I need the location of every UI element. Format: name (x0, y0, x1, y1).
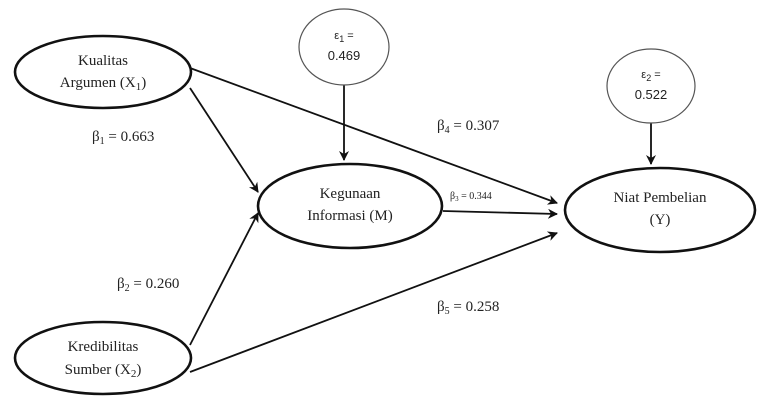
svg-text:ε2 =: ε2 = (641, 69, 660, 83)
svg-text:Niat Pembelian: Niat Pembelian (614, 190, 707, 206)
arrow-x1-y (189, 67, 558, 205)
coef-b3: β3 = 0.344 (450, 191, 492, 203)
coef-b4: β4 = 0.307 (437, 118, 500, 136)
error-node-e2: ε2 = 0.522 (606, 48, 696, 124)
svg-text:Kredibilitas: Kredibilitas (68, 339, 139, 355)
svg-text:Sumber (X2): Sumber (X2) (65, 362, 142, 380)
node-niat-pembelian: Niat Pembelian (Y) (563, 166, 757, 254)
arrow-m-y (442, 208, 558, 219)
coef-b1: β1 = 0.663 (92, 129, 154, 147)
svg-text:Informasi (M): Informasi (M) (307, 208, 392, 224)
error-node-e1: ε1 = 0.469 (298, 8, 390, 86)
node-kredibilitas-sumber: Kredibilitas Sumber (X2) (13, 320, 193, 396)
svg-text:Argumen (X1): Argumen (X1) (60, 75, 146, 93)
coef-b2: β2 = 0.260 (117, 276, 179, 294)
arrow-x1-m (189, 87, 259, 193)
node-kegunaan-informasi: Kegunaan Informasi (M) (256, 162, 444, 250)
svg-text:Kegunaan: Kegunaan (320, 186, 381, 202)
svg-text:Kualitas: Kualitas (78, 53, 128, 69)
svg-text:0.522: 0.522 (635, 87, 668, 102)
svg-text:(Y): (Y) (650, 212, 671, 228)
svg-text:0.469: 0.469 (328, 48, 361, 63)
arrow-x2-y (189, 231, 558, 373)
svg-text:ε1 =: ε1 = (334, 30, 353, 44)
coef-b5: β5 = 0.258 (437, 299, 499, 317)
node-kualitas-argumen: Kualitas Argumen (X1) (13, 34, 193, 110)
arrow-x2-m (189, 212, 259, 346)
